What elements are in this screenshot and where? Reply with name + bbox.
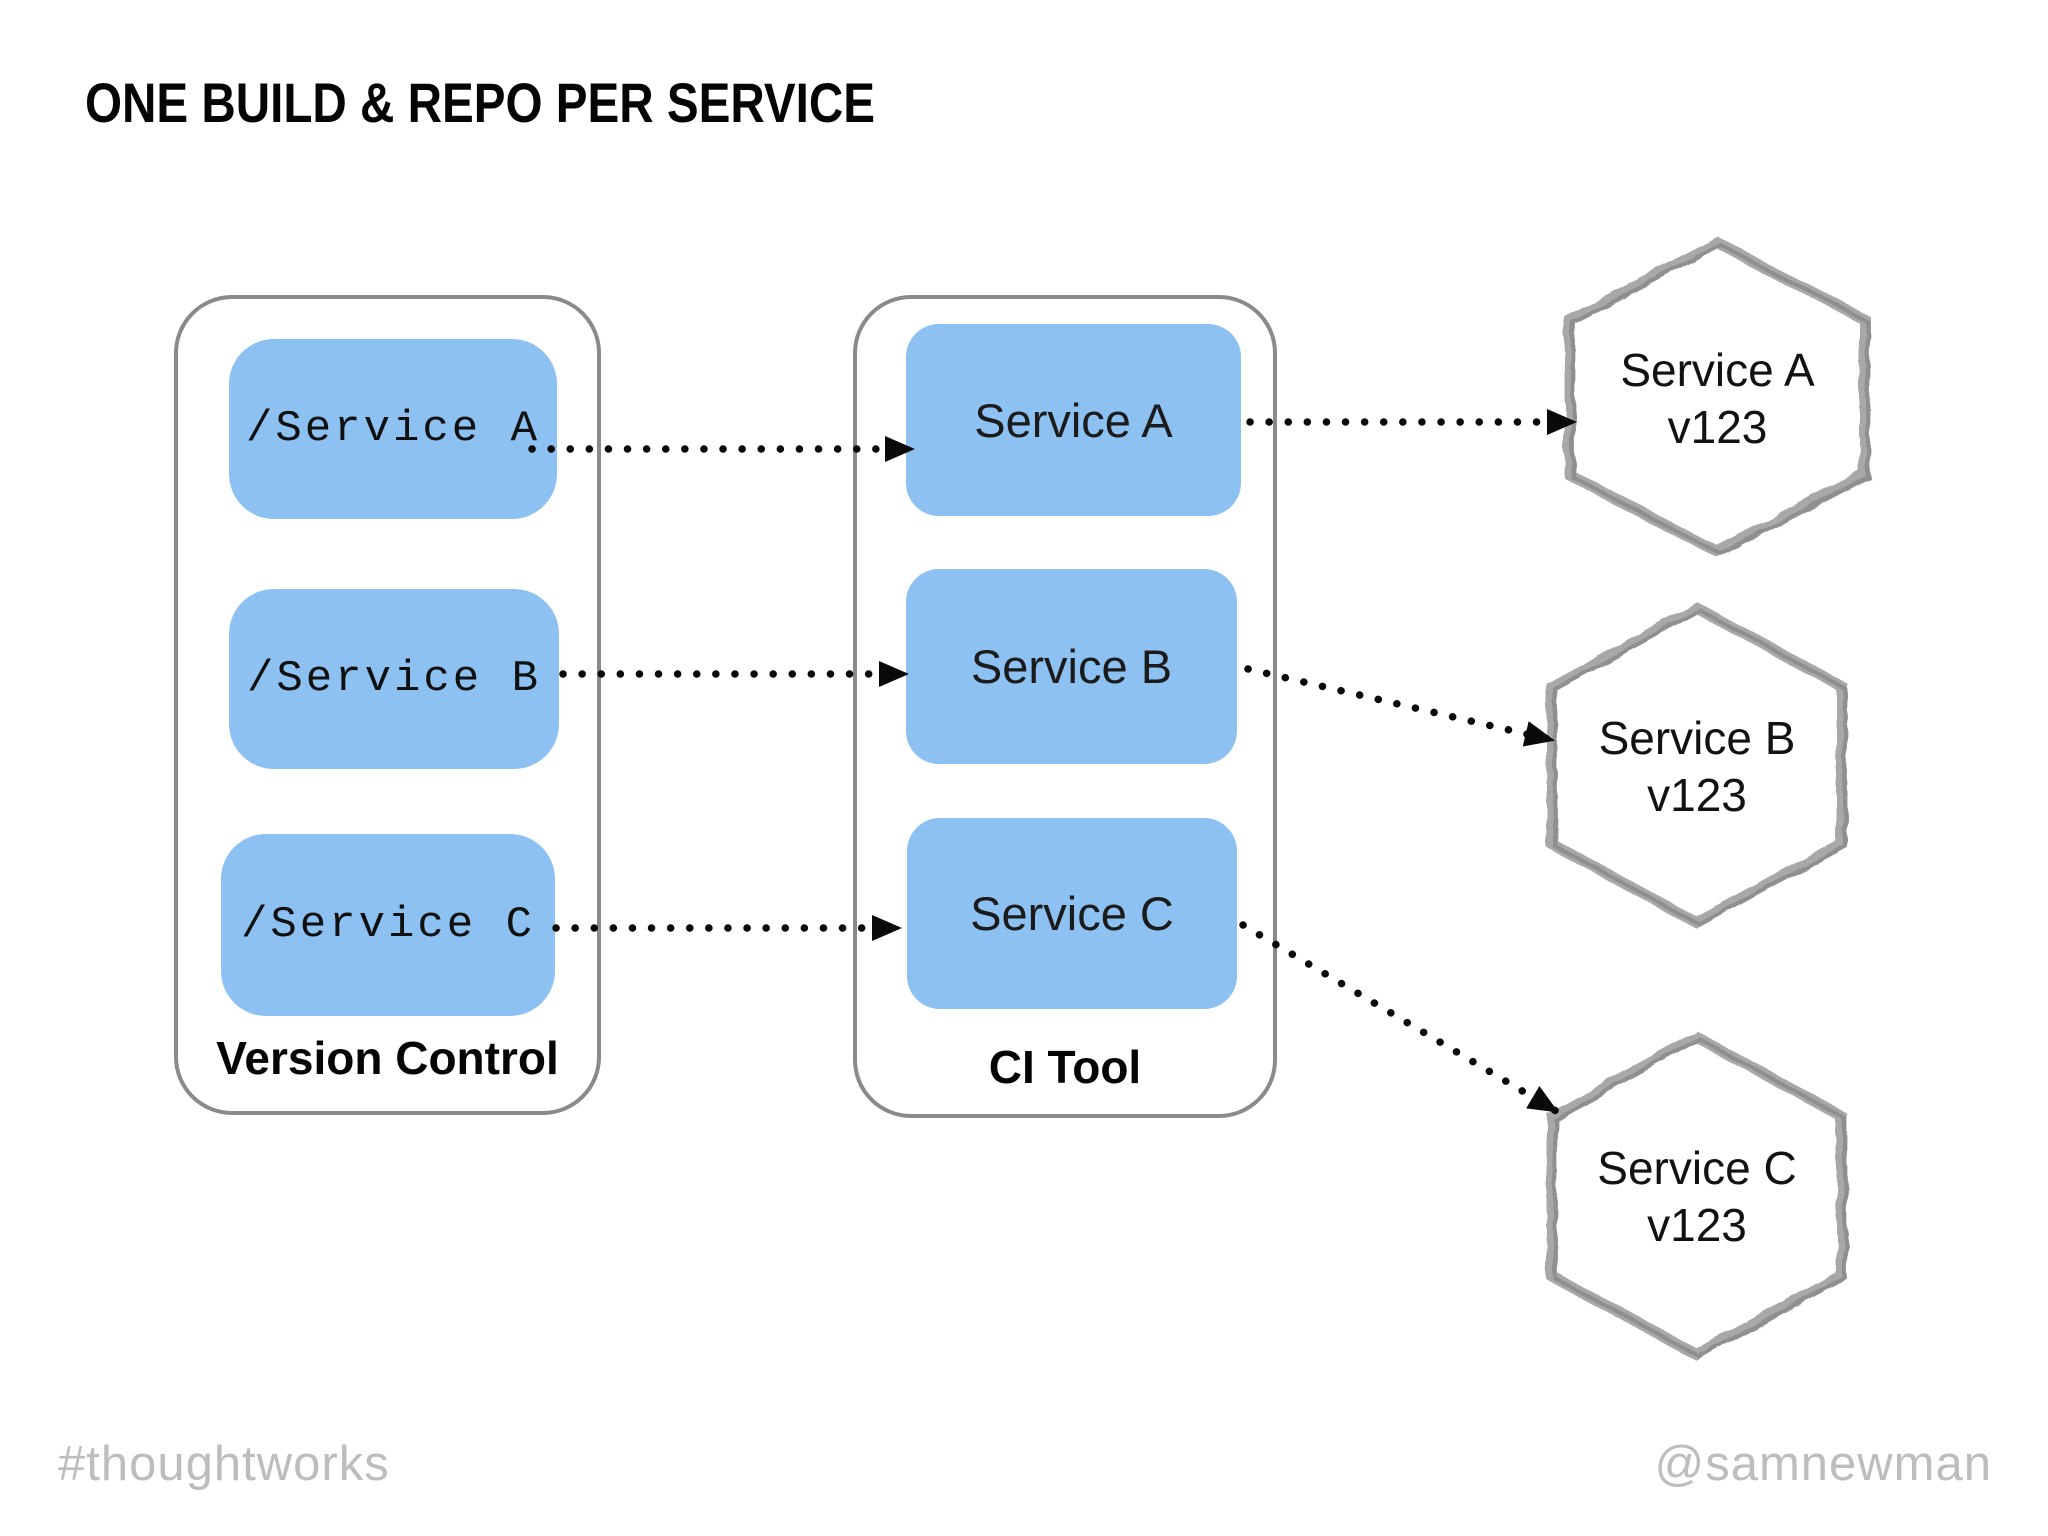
arrow-build-c-to-artifact-c bbox=[1239, 921, 1560, 1115]
repo-label-service-b: /Service B bbox=[246, 654, 542, 704]
footer-hashtag: #thoughtworks bbox=[58, 1437, 390, 1491]
build-label-service-b: Service B bbox=[970, 640, 1173, 693]
build-label-service-a: Service A bbox=[974, 393, 1173, 447]
repo-box-service-c: /Service C bbox=[221, 834, 555, 1016]
build-label-service-c: Service C bbox=[970, 887, 1174, 940]
artifact-version: v123 bbox=[1667, 401, 1768, 453]
footer-handle: @samnewman bbox=[1654, 1437, 1992, 1491]
ci-tool-container: Service A Service B Service C CI Tool bbox=[853, 295, 1277, 1118]
artifact-version: v123 bbox=[1647, 1199, 1747, 1251]
build-box-service-b: Service B bbox=[906, 569, 1237, 764]
version-control-label: Version Control bbox=[216, 1032, 559, 1084]
repo-label-service-c: /Service C bbox=[240, 900, 536, 950]
version-control-container: /Service A /Service B /Service C Version… bbox=[174, 295, 601, 1115]
artifact-label-service-c: Service C v123 bbox=[1552, 1140, 1842, 1254]
artifact-version: v123 bbox=[1647, 769, 1747, 821]
artifact-label-service-a: Service A v123 bbox=[1570, 342, 1865, 456]
repo-label-service-a: /Service A bbox=[245, 404, 541, 454]
artifact-name: Service B bbox=[1598, 712, 1796, 764]
repo-box-service-b: /Service B bbox=[229, 589, 559, 769]
build-box-service-c: Service C bbox=[907, 818, 1237, 1009]
build-box-service-a: Service A bbox=[906, 324, 1241, 516]
arrow-build-b-to-artifact-b bbox=[1244, 665, 1556, 747]
artifact-name: Service A bbox=[1620, 344, 1815, 396]
artifact-name: Service C bbox=[1597, 1142, 1797, 1194]
ci-tool-label: CI Tool bbox=[988, 1041, 1142, 1093]
repo-box-service-a: /Service A bbox=[229, 339, 557, 519]
artifact-label-service-b: Service B v123 bbox=[1552, 710, 1842, 824]
slide-title: ONE BUILD & REPO PER SERVICE bbox=[85, 71, 875, 134]
